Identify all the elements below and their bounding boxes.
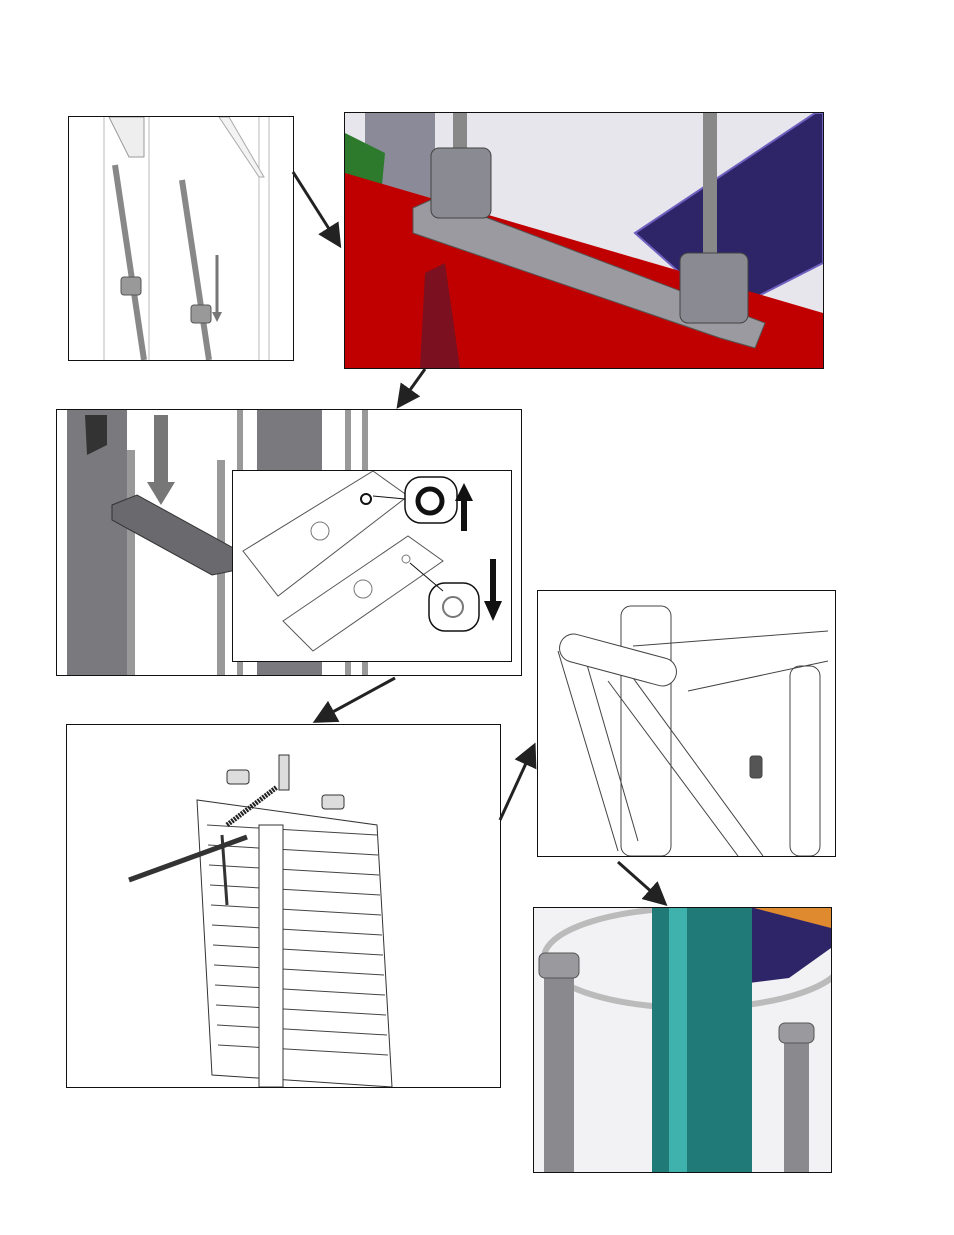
weight-stack-panel	[66, 724, 501, 1088]
bushing-detail-inset	[232, 470, 512, 662]
press-arm-assembly-panel	[537, 590, 836, 857]
upright-post-closeup-panel	[533, 907, 832, 1173]
guide-rods-panel	[68, 116, 294, 361]
rod-bracket-closeup-panel	[344, 112, 824, 369]
